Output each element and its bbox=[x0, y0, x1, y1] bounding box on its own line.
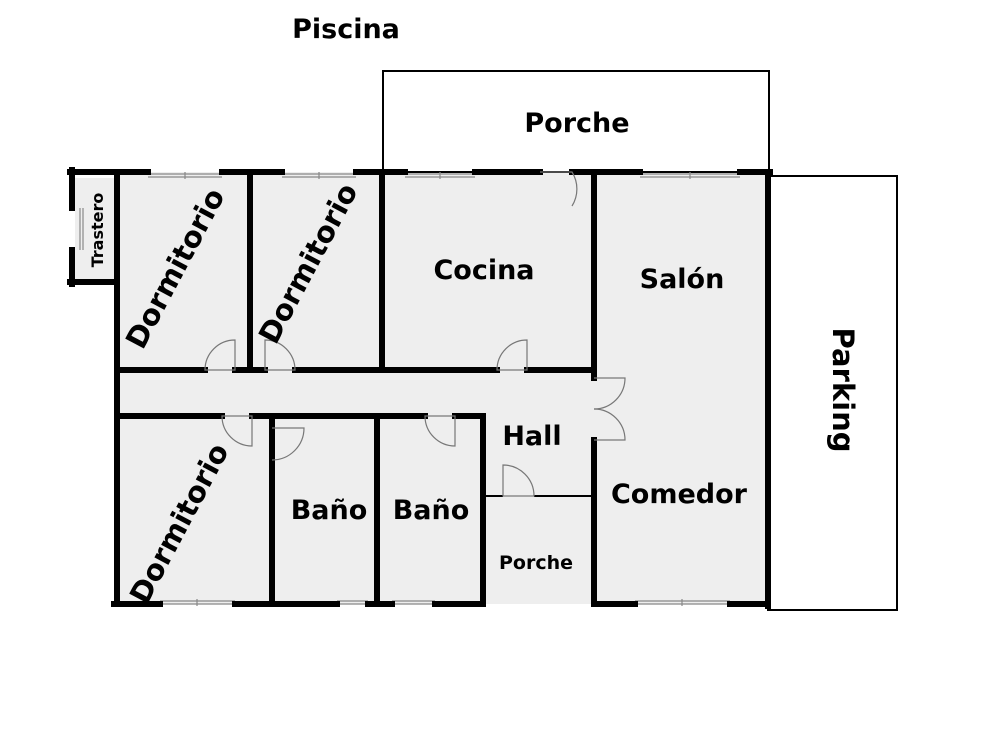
label-comedor: Comedor bbox=[611, 479, 748, 510]
window bbox=[635, 599, 730, 606]
label-bano-2: Baño bbox=[393, 495, 470, 526]
label-piscina: Piscina bbox=[292, 14, 400, 45]
window bbox=[79, 208, 84, 250]
cocina-floor bbox=[382, 172, 594, 370]
trastero-floor bbox=[75, 178, 117, 280]
door bbox=[593, 377, 626, 410]
window bbox=[640, 172, 740, 179]
door bbox=[221, 415, 253, 447]
porche-top-area bbox=[382, 70, 770, 173]
label-parking: Parking bbox=[826, 328, 860, 453]
door bbox=[204, 339, 236, 371]
corridor-floor bbox=[117, 370, 594, 416]
windows bbox=[79, 172, 740, 606]
window bbox=[282, 172, 356, 179]
door bbox=[496, 339, 528, 371]
label-trastero: Trastero bbox=[88, 193, 107, 268]
window bbox=[160, 599, 235, 606]
door bbox=[264, 339, 296, 371]
dormitorio-3-floor bbox=[117, 416, 272, 604]
door bbox=[424, 415, 456, 447]
salon-comedor-floor bbox=[594, 172, 768, 604]
label-cocina: Cocina bbox=[433, 255, 534, 286]
window bbox=[148, 172, 222, 179]
dormitorio-1-floor bbox=[117, 172, 250, 370]
window bbox=[337, 600, 368, 605]
label-salon: Salón bbox=[640, 264, 725, 295]
window bbox=[405, 172, 475, 179]
hall-floor bbox=[483, 416, 594, 496]
door bbox=[502, 464, 535, 497]
label-bano-1: Baño bbox=[291, 495, 368, 526]
window bbox=[392, 600, 435, 605]
door bbox=[593, 408, 626, 441]
porche-small-floor bbox=[483, 496, 594, 604]
bano-1-floor bbox=[272, 416, 377, 604]
label-hall: Hall bbox=[502, 421, 561, 452]
dormitorio-2-floor bbox=[250, 172, 382, 370]
label-porche-small: Porche bbox=[499, 552, 573, 574]
bano-2-floor bbox=[377, 416, 483, 604]
walls bbox=[67, 167, 773, 609]
parking-area bbox=[767, 175, 898, 611]
label-porche-top: Porche bbox=[524, 108, 629, 139]
doors bbox=[204, 171, 626, 497]
door bbox=[540, 171, 578, 207]
door bbox=[271, 427, 305, 461]
